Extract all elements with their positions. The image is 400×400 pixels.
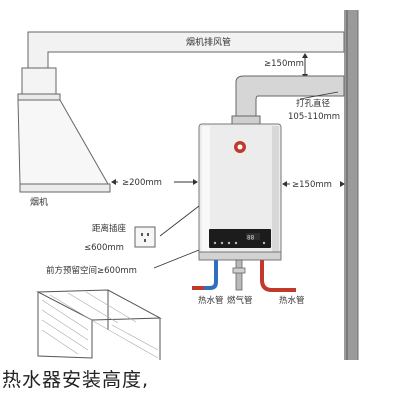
socket: 距离插座 ≤600mm [84, 205, 200, 253]
right-clearance-dimension: ≥150mm [282, 176, 345, 190]
hole-diameter-title: 打孔直径 [296, 98, 331, 109]
front-space-box [36, 289, 162, 360]
control-panel [209, 229, 271, 248]
left-clearance-dimension: ≥200mm [111, 174, 198, 188]
socket-distance-title: 距离插座 [92, 223, 127, 234]
flue-pipe-label: 烟机排风管 [186, 36, 231, 48]
left-clearance-label: ≥200mm [122, 178, 162, 188]
water-heater: 88 [198, 123, 282, 261]
top-clearance-dimension: ≥150mm [264, 53, 308, 79]
cold-water-pipe-label: 热水管 [279, 295, 305, 306]
gas-pipe [235, 259, 243, 291]
hole-diameter-value: 105-110mm [288, 112, 340, 122]
right-clearance-label: ≥150mm [292, 180, 332, 190]
cold-water-pipe [198, 260, 218, 290]
socket-distance-value: ≤600mm [84, 243, 124, 253]
diagram-canvas: 烟机排风管 烟机 ≥150mm 打孔直径 105-110mm [17, 10, 359, 360]
range-hood: 烟机 [17, 67, 111, 208]
hot-water-pipe [260, 260, 296, 292]
front-space-label: 前方预留空间≥600mm [46, 265, 137, 276]
gas-pipe-label: 燃气管 [227, 295, 253, 306]
caption: 热水器安装高度, [0, 360, 400, 400]
hole-diameter-callout: 打孔直径 105-110mm [288, 91, 340, 122]
hot-water-pipe-label: 热水管 [198, 295, 224, 306]
top-clearance-label: ≥150mm [264, 59, 304, 69]
range-hood-label: 烟机 [30, 196, 48, 208]
pipes [192, 259, 296, 292]
svg-text:88: 88 [247, 235, 255, 242]
socket-icon [134, 226, 156, 248]
